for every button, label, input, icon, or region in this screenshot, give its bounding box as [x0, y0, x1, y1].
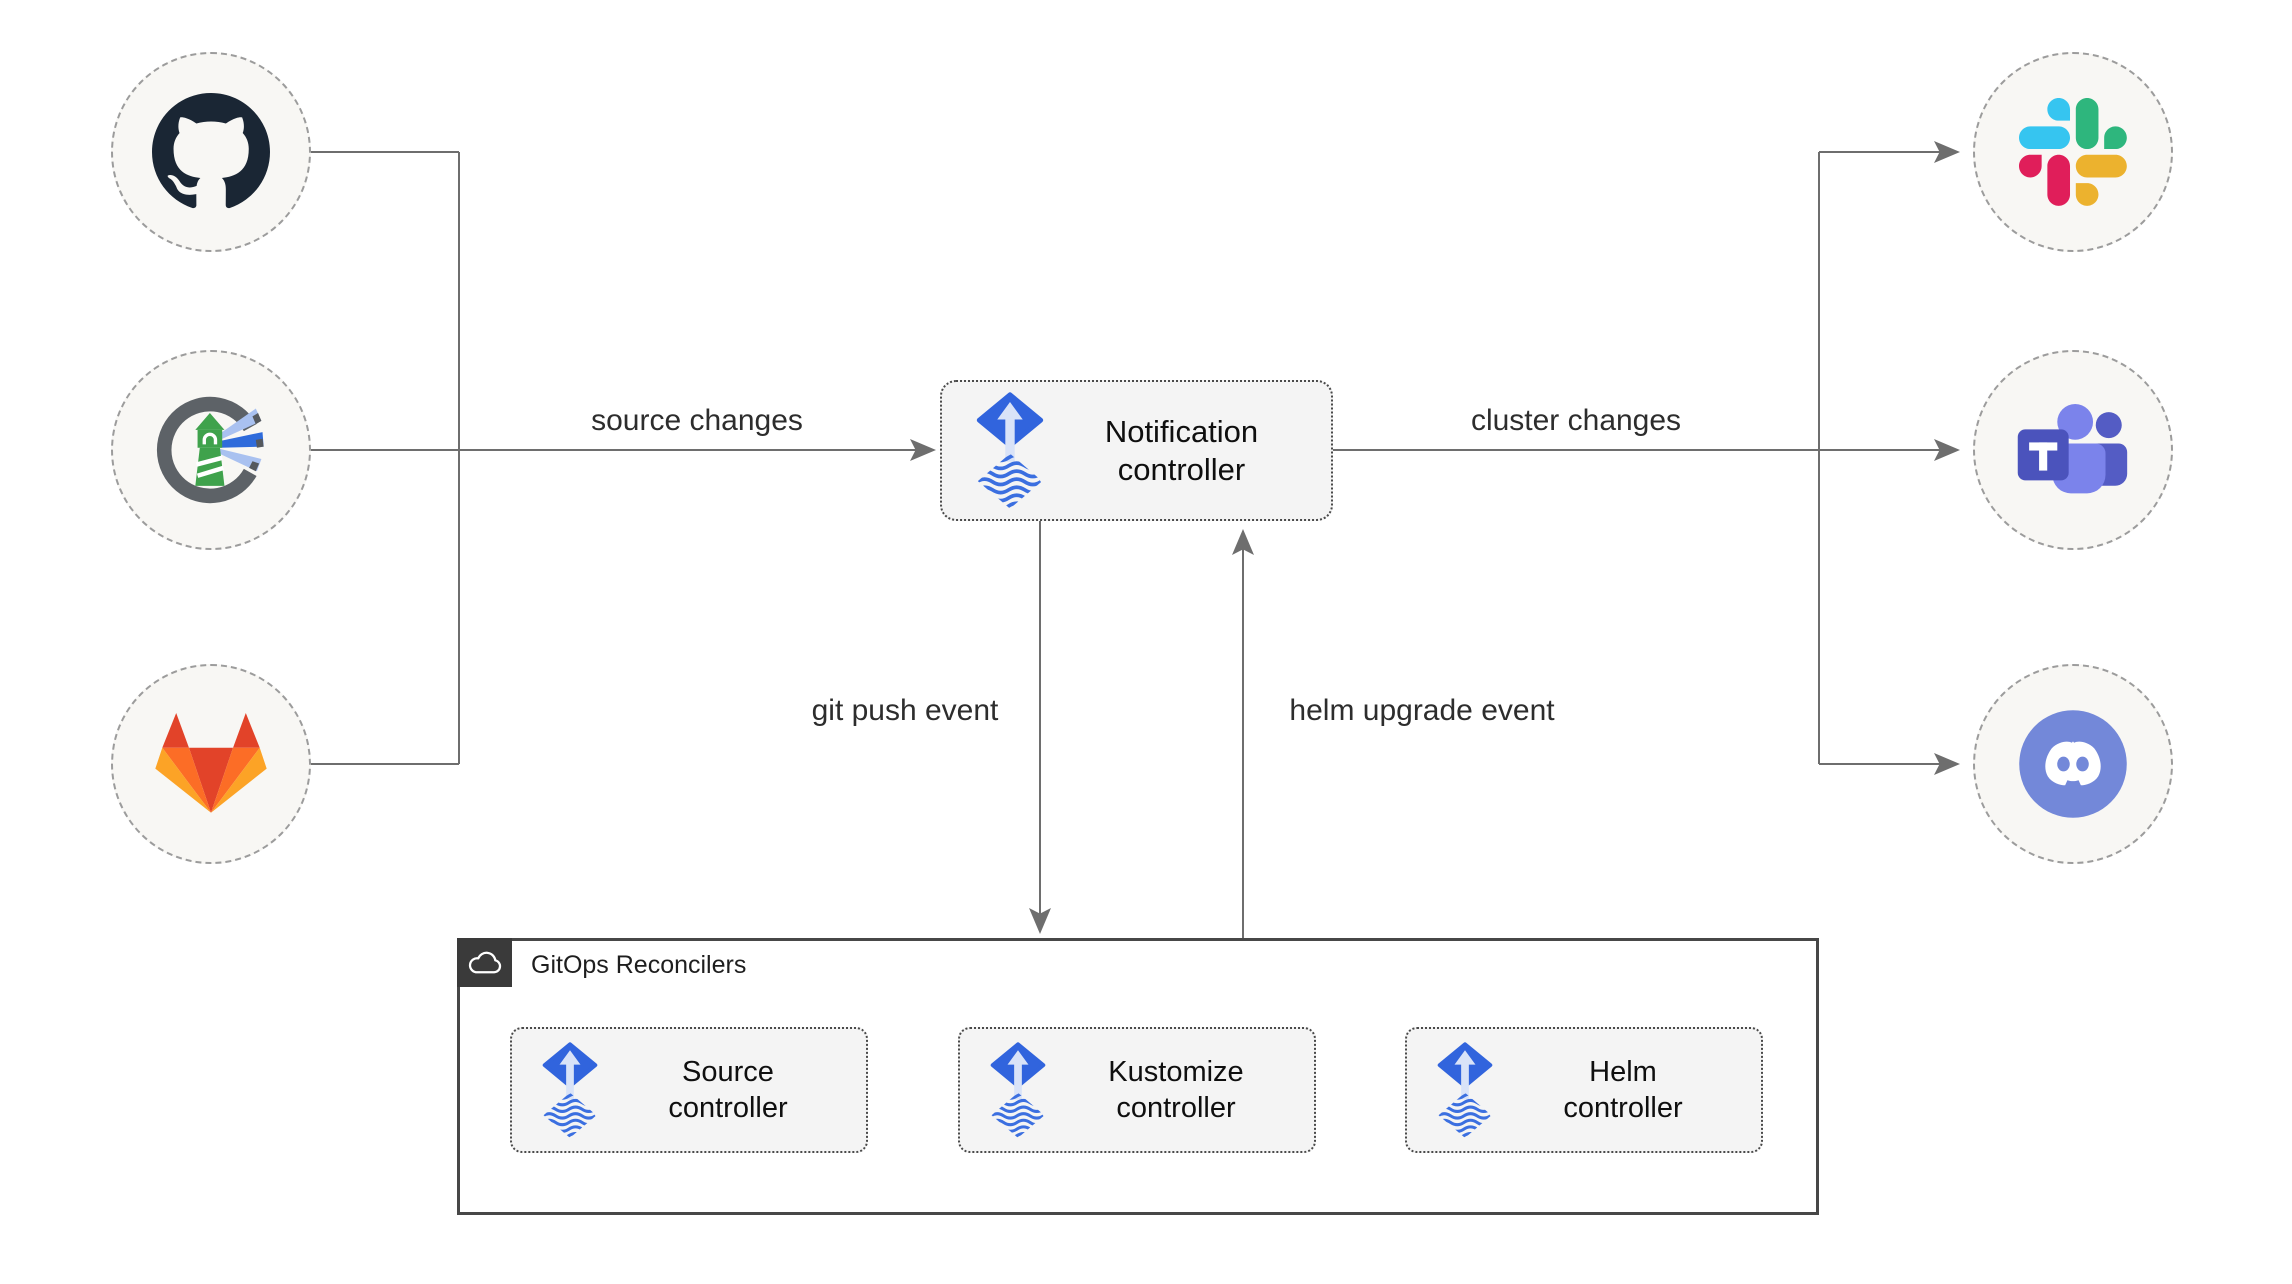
kustomize-controller-box: Kustomize controller — [958, 1027, 1316, 1153]
gitlab-icon — [155, 712, 267, 813]
flux-icon — [1437, 1041, 1493, 1138]
node-harbor — [111, 350, 311, 550]
discord-icon — [2019, 710, 2127, 818]
notification-controller-line1: Notification — [1104, 413, 1259, 449]
ms-teams-icon — [2017, 403, 2128, 494]
node-ms-teams — [1973, 350, 2173, 550]
helm-controller-line2: controller — [1563, 1092, 1683, 1124]
edge-label-cluster-changes: cluster changes — [1470, 404, 1682, 437]
edge-label-source-changes: source changes — [591, 404, 803, 437]
kustomize-controller-line1: Kustomize — [1108, 1056, 1244, 1088]
github-icon — [152, 93, 270, 209]
flux-icon — [976, 391, 1044, 509]
container-title: GitOps Reconcilers — [531, 951, 747, 979]
slack-icon — [2019, 98, 2127, 206]
flux-icon — [990, 1041, 1046, 1138]
helm-controller-line1: Helm — [1589, 1056, 1657, 1088]
notification-controller-box: Notification controller — [940, 380, 1333, 521]
source-controller-label: Source controller — [612, 1054, 844, 1126]
harbor-icon — [157, 396, 264, 504]
helm-controller-box: Helm controller — [1405, 1027, 1763, 1153]
kustomize-controller-line2: controller — [1116, 1092, 1236, 1124]
notification-controller-line2: controller — [1117, 451, 1246, 487]
edge-label-helm-upgrade-event: helm upgrade event — [1289, 694, 1555, 727]
node-slack — [1973, 52, 2173, 252]
node-discord — [1973, 664, 2173, 864]
container-badge — [457, 938, 512, 987]
source-controller-line1: Source — [682, 1056, 774, 1088]
source-controller-box: Source controller — [510, 1027, 868, 1153]
cloud-icon — [468, 951, 501, 973]
helm-controller-label: Helm controller — [1507, 1054, 1739, 1126]
node-gitlab — [111, 664, 311, 864]
kustomize-controller-label: Kustomize controller — [1060, 1054, 1292, 1126]
source-controller-line2: controller — [668, 1092, 788, 1124]
flux-icon — [542, 1041, 598, 1138]
edge-label-git-push-event: git push event — [811, 694, 999, 727]
node-github — [111, 52, 311, 252]
notification-controller-label: Notification controller — [1062, 413, 1301, 489]
